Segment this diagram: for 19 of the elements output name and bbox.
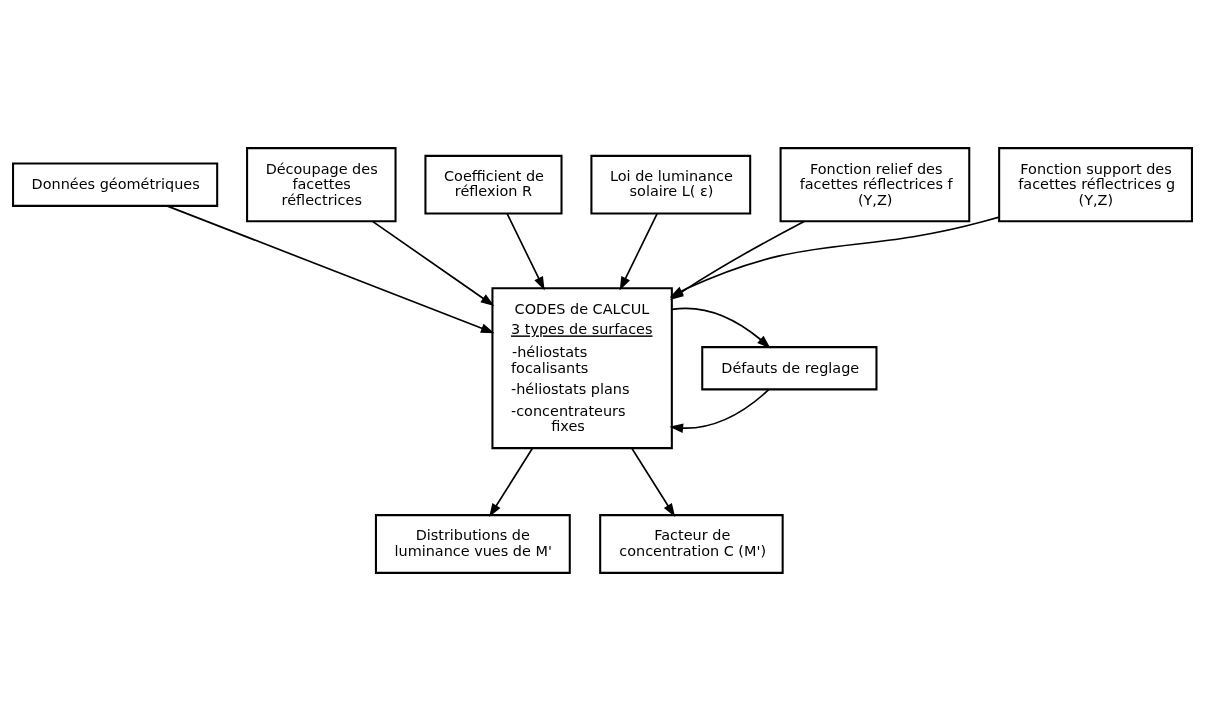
node-box: Fonction support des facettes réflectrices g (Y,Z) [998,146,1193,222]
node-box: Facteur de concentration C (M') [599,513,784,574]
node-box: Données géométriques [12,162,219,207]
node-box: Distributions de luminance vues de M' [374,513,571,574]
arrow [631,447,676,517]
node-box: Découpage des facettes réflectrices [246,146,397,222]
arrow [669,215,1000,297]
arrow [371,220,495,306]
node-box: Loi de luminance solaire L( ε) [590,154,752,215]
arrow [166,204,495,333]
node-box: CODES de CALCUL 3 types de surfaces -héliostats focalisants -héliostats plans -concentrateurs fixes [491,286,673,449]
node-box: Coefficient de réflexion R [424,154,563,215]
arrow [489,447,534,517]
arrow [669,388,770,433]
arrow [671,307,771,348]
node-box: Fonction relief des facettes réflectrices f (Y,Z) [779,146,971,222]
arrow [619,212,658,290]
node-box: Défauts de reglage [701,345,878,390]
arrow [506,212,545,290]
